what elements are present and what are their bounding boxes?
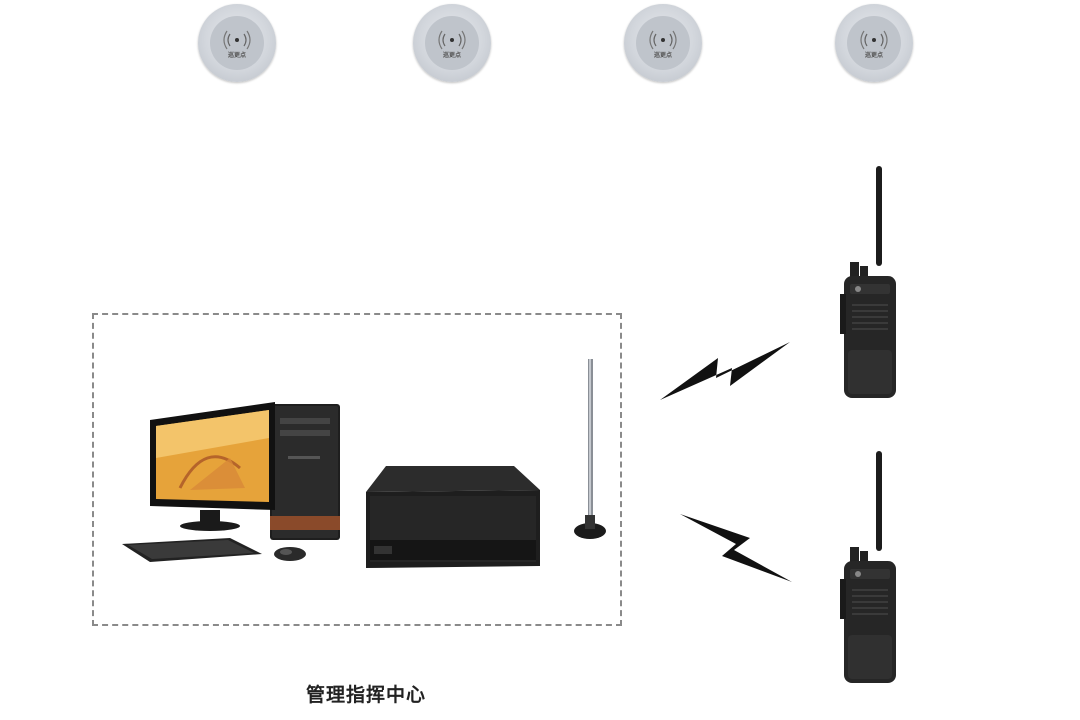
patrol-reader-2: 巡更点 <box>413 4 491 82</box>
reader-label: 巡更点 <box>442 52 461 59</box>
walkie-talkie-icon <box>840 451 896 683</box>
reader-label: 巡更点 <box>864 52 883 59</box>
wireless-signal-icon <box>660 342 790 400</box>
patrol-reader-4: 巡更点 <box>835 4 913 82</box>
command-center-frame <box>92 313 622 626</box>
command-center-caption: 管理指挥中心 <box>305 684 426 706</box>
rfid-reader-icon <box>210 16 264 70</box>
reader-label: 巡更点 <box>227 52 246 59</box>
desktop-computer-icon <box>122 402 340 562</box>
rfid-reader-icon <box>636 16 690 70</box>
reader-label: 巡更点 <box>653 52 672 59</box>
antenna-icon <box>574 359 606 539</box>
server-icon <box>366 466 540 568</box>
patrol-reader-3: 巡更点 <box>624 4 702 82</box>
rfid-reader-icon <box>847 16 901 70</box>
rfid-reader-icon <box>425 16 479 70</box>
wireless-signal-icon <box>680 514 792 582</box>
patrol-reader-1: 巡更点 <box>198 4 276 82</box>
walkie-talkie-icon <box>840 166 896 398</box>
